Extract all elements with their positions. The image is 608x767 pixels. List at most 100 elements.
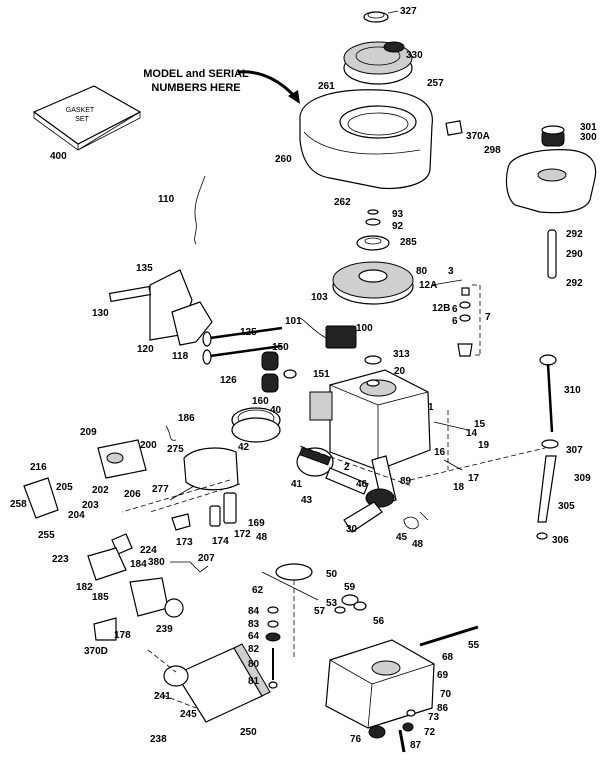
label-87: 87 — [410, 740, 422, 751]
label-130: 130 — [92, 308, 109, 319]
label-48-right: 48 — [412, 539, 424, 550]
label-110: 110 — [158, 194, 175, 205]
label-203: 203 — [82, 500, 99, 511]
label-72: 72 — [424, 727, 436, 738]
label-70: 70 — [440, 689, 452, 700]
label-330: 330 — [406, 50, 423, 61]
model-serial-note-line2: NUMBERS HERE — [151, 82, 240, 94]
part-310-dipstick — [536, 354, 559, 540]
label-224: 224 — [140, 545, 157, 556]
label-292-top: 292 — [566, 229, 583, 240]
label-76: 76 — [350, 734, 362, 745]
label-126: 126 — [220, 375, 237, 386]
label-73: 73 — [428, 712, 440, 723]
label-2: 2 — [344, 462, 350, 473]
label-277: 277 — [152, 484, 169, 495]
label-118: 118 — [172, 351, 189, 362]
label-6-b: 6 — [452, 316, 458, 327]
part-80-flywheel — [332, 261, 414, 305]
label-93: 93 — [392, 209, 404, 220]
label-3: 3 — [448, 266, 454, 277]
part-245-filter — [163, 643, 271, 723]
label-292-bottom: 292 — [566, 278, 583, 289]
label-56: 56 — [373, 616, 385, 627]
part-400-gasket-set: GASKET SET — [32, 85, 142, 151]
part-50-gear — [261, 563, 319, 601]
label-307: 307 — [566, 445, 583, 456]
label-30: 30 — [346, 524, 358, 535]
label-80-bottom: 80 — [248, 659, 260, 670]
label-238: 238 — [150, 734, 167, 745]
label-255: 255 — [38, 530, 55, 541]
label-300: 300 — [580, 132, 597, 143]
part-182-carb-lower — [87, 547, 184, 641]
gasket-text-1: GASKET — [66, 107, 95, 114]
label-327: 327 — [400, 6, 417, 17]
label-81: 81 — [248, 676, 260, 687]
part-330-rewind-starter — [343, 41, 413, 85]
label-59: 59 — [344, 582, 356, 593]
label-285: 285 — [400, 237, 417, 248]
label-12b: 12B — [432, 303, 450, 314]
label-275: 275 — [167, 444, 184, 455]
label-250: 250 — [240, 727, 257, 738]
label-42: 42 — [238, 442, 250, 453]
label-172: 172 — [234, 529, 251, 540]
label-50: 50 — [326, 569, 338, 580]
label-43: 43 — [301, 495, 313, 506]
label-92: 92 — [392, 221, 404, 232]
label-62: 62 — [252, 585, 264, 596]
label-89: 89 — [400, 476, 412, 487]
label-370d: 370D — [84, 646, 108, 657]
part-120-mount — [108, 269, 213, 346]
part-327-cap — [363, 11, 389, 23]
label-182: 182 — [76, 582, 93, 593]
label-178: 178 — [114, 630, 131, 641]
label-204: 204 — [68, 510, 85, 521]
label-380: 380 — [148, 557, 165, 568]
label-173: 173 — [176, 537, 193, 548]
label-40: 40 — [270, 405, 282, 416]
part-42-piston-rings — [231, 407, 281, 443]
label-298: 298 — [484, 145, 501, 156]
label-200: 200 — [140, 440, 157, 451]
label-6-a: 6 — [452, 304, 458, 315]
label-7: 7 — [485, 312, 491, 323]
label-313: 313 — [393, 349, 410, 360]
label-57: 57 — [314, 606, 326, 617]
label-239: 239 — [156, 624, 173, 635]
label-257: 257 — [427, 78, 444, 89]
label-86: 86 — [437, 703, 449, 714]
label-69: 69 — [437, 670, 449, 681]
label-17: 17 — [468, 473, 480, 484]
label-15: 15 — [474, 419, 486, 430]
label-205: 205 — [56, 482, 73, 493]
label-400: 400 — [50, 151, 67, 162]
label-223: 223 — [52, 554, 69, 565]
model-serial-note-line1: MODEL and SERIAL — [143, 68, 249, 80]
label-48-left: 48 — [256, 532, 268, 543]
part-labels: 327 330 261 257 260 370A 301 300 298 262… — [10, 6, 597, 751]
label-301: 301 — [580, 122, 597, 133]
gasket-text-2: SET — [75, 116, 89, 123]
label-261: 261 — [318, 81, 335, 92]
label-290: 290 — [566, 249, 583, 260]
label-68: 68 — [442, 652, 454, 663]
label-241: 241 — [154, 691, 171, 702]
part-69-sump — [325, 639, 435, 729]
label-18: 18 — [453, 482, 465, 493]
part-100-ignition — [299, 317, 357, 349]
label-309: 309 — [574, 473, 591, 484]
label-120: 120 — [137, 344, 154, 355]
label-245: 245 — [180, 709, 197, 720]
label-160: 160 — [252, 396, 269, 407]
label-53: 53 — [326, 598, 338, 609]
label-260: 260 — [275, 154, 292, 165]
label-64: 64 — [248, 631, 260, 642]
label-310: 310 — [564, 385, 581, 396]
label-169: 169 — [248, 518, 265, 529]
label-305: 305 — [558, 501, 575, 512]
label-151: 151 — [313, 369, 330, 380]
label-186: 186 — [178, 413, 195, 424]
